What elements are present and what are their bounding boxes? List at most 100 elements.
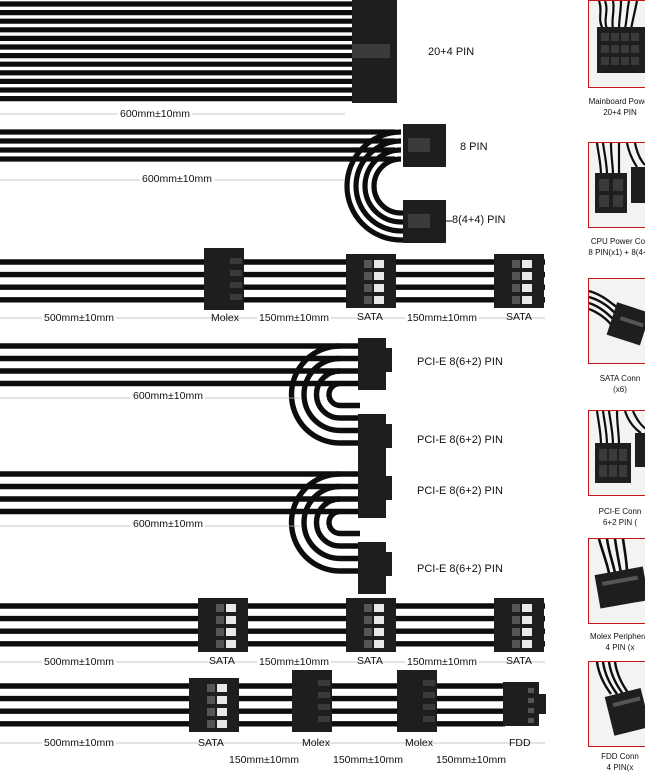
mixed-sata-pin-4 xyxy=(207,720,215,728)
sata2-sata-1-slot-1 xyxy=(226,604,236,612)
pcie2-curve-4 xyxy=(326,508,341,537)
sata2-conn-2: SATA xyxy=(357,655,383,667)
pcie1-connector-a-label: PCI-E 8(6+2) PIN xyxy=(417,356,503,368)
sata1-length-3: 150mm±10mm xyxy=(405,312,479,324)
photo-caption-2: CPU Power Co 8 PIN(x1) + 8(4+ xyxy=(568,237,645,259)
mixed-molex-2-pin-2 xyxy=(423,692,435,698)
sata2-conn-3: SATA xyxy=(506,655,532,667)
sata2-sata-1-pin-2 xyxy=(216,616,224,624)
pcie2-connector-a-clip xyxy=(386,476,392,500)
pcie1-curve-4 xyxy=(326,380,341,409)
sata2-sata-2-pin-1 xyxy=(364,604,372,612)
mixed-molex-1-pin-3 xyxy=(318,704,330,710)
mixed-sata-pin-2 xyxy=(207,696,215,704)
sata2-sata-2-pin-4 xyxy=(364,640,372,648)
mixed-conn-3: Molex xyxy=(405,737,434,749)
sata1-molex-pin-3 xyxy=(230,282,242,288)
sata1-sata-1-slot-4 xyxy=(374,296,384,304)
photo-fdd-connector xyxy=(588,661,645,747)
mixed-fdd-tab xyxy=(539,694,546,714)
photo-caption-6-line2: 4 PIN(x xyxy=(606,762,634,772)
mixed-molex-1 xyxy=(292,670,332,732)
sata1-sata-2-pin-3 xyxy=(512,284,520,292)
sata2-length-3: 150mm±10mm xyxy=(405,656,479,668)
sata1-molex-pin-4 xyxy=(230,294,242,300)
photo-molex-connector xyxy=(588,538,645,624)
photo-caption-5-line2: 4 PIN (x xyxy=(605,642,635,652)
sata1-sata-2-slot-1 xyxy=(522,260,532,268)
sata2-conn-1: SATA xyxy=(209,655,235,667)
mixed-sata-slot-3 xyxy=(217,708,227,716)
mixed-conn-2: Molex xyxy=(302,737,331,749)
sata1-sata-1-pin-4 xyxy=(364,296,372,304)
mixed-conn-1: SATA xyxy=(198,737,224,749)
mixed-sata-slot-1 xyxy=(217,684,227,692)
pcie2-curve-2 xyxy=(301,483,341,562)
sata2-sata-3-pin-1 xyxy=(512,604,520,612)
photo-cpu-power xyxy=(588,142,645,228)
sata2-sata-1-pin-4 xyxy=(216,640,224,648)
pcie1-connector-a xyxy=(358,338,386,390)
sata1-sata-1-slot-1 xyxy=(374,260,384,268)
mixed-length-1: 500mm±10mm xyxy=(42,737,116,749)
sata1-length-1: 500mm±10mm xyxy=(42,312,116,324)
photo-pcie-connector xyxy=(588,410,645,496)
sata2-sata-1-slot-3 xyxy=(226,628,236,636)
cpu-curve-2 xyxy=(353,138,402,234)
photo-caption-5: Molex Peripheral 4 PIN (x xyxy=(570,632,645,654)
sata2-length-1: 500mm±10mm xyxy=(42,656,116,668)
photo-mainboard-power xyxy=(588,0,645,88)
photo-caption-4: PCI-E Conn 6+2 PIN ( xyxy=(570,507,645,529)
mixed-length-2: 150mm±10mm xyxy=(227,754,301,766)
pcie2-connector-b-clip xyxy=(386,552,392,576)
pcie1-length-label: 600mm±10mm xyxy=(131,390,205,402)
photo-caption-6-line1: FDD Conn xyxy=(601,752,639,761)
pcie2-connector-b xyxy=(358,542,386,594)
sata2-sata-2-slot-1 xyxy=(374,604,384,612)
sata1-sata-2-slot-4 xyxy=(522,296,532,304)
mixed-length-4: 150mm±10mm xyxy=(434,754,508,766)
sata2-sata-1-slot-2 xyxy=(226,616,236,624)
photo-caption-3: SATA Conn (x6) xyxy=(570,374,645,396)
cpu-curve-3 xyxy=(362,147,402,225)
sata2-sata-2-pin-3 xyxy=(364,628,372,636)
sata1-sata-2-pin-4 xyxy=(512,296,520,304)
mixed-molex-1-pin-4 xyxy=(318,716,330,722)
photo-caption-3-line2: (x6) xyxy=(613,384,627,394)
pcie2-length-label: 600mm±10mm xyxy=(131,518,205,530)
mixed-molex-1-pin-1 xyxy=(318,680,330,686)
sata1-conn-3: SATA xyxy=(506,311,532,323)
sata1-sata-2-pin-1 xyxy=(512,260,520,268)
cpu-connector-a-label: 8 PIN xyxy=(460,141,488,153)
photo-caption-6: FDD Conn 4 PIN(x xyxy=(570,752,645,774)
cpu-connector-b-label: 8(4+4) PIN xyxy=(452,214,506,226)
mixed-fdd-pin-1 xyxy=(528,688,534,693)
photo-caption-2-line1: CPU Power Co xyxy=(590,237,645,246)
atx-connector-label: 20+4 PIN xyxy=(428,46,475,58)
sata1-sata-1-pin-2 xyxy=(364,272,372,280)
mixed-sata-slot-2 xyxy=(217,696,227,704)
atx-connector-latch xyxy=(352,44,390,58)
sata2-sata-3-slot-3 xyxy=(522,628,532,636)
sata1-sata-2-slot-3 xyxy=(522,284,532,292)
sata2-sata-2-slot-3 xyxy=(374,628,384,636)
pcie1-connector-a-clip xyxy=(386,348,392,372)
cpu-curve-1 xyxy=(344,129,402,243)
mixed-molex-2 xyxy=(397,670,437,732)
sata2-sata-2-slot-2 xyxy=(374,616,384,624)
sata1-sata-2-pin-2 xyxy=(512,272,520,280)
photo-caption-3-line1: SATA Conn xyxy=(599,374,641,383)
sata2-sata-3-pin-3 xyxy=(512,628,520,636)
atx-length-label: 600mm±10mm xyxy=(118,108,192,120)
photo-caption-2-line2: 8 PIN(x1) + 8(4+ xyxy=(588,247,645,257)
sata1-conn-1: Molex xyxy=(211,312,240,324)
mixed-molex-1-pin-2 xyxy=(318,692,330,698)
cpu-length-label: 600mm±10mm xyxy=(140,173,214,185)
sata2-sata-1-pin-1 xyxy=(216,604,224,612)
sata2-sata-1-slot-4 xyxy=(226,640,236,648)
mixed-molex-2-pin-4 xyxy=(423,716,435,722)
mixed-fdd-pin-4 xyxy=(528,718,534,723)
sata2-sata-3-pin-4 xyxy=(512,640,520,648)
